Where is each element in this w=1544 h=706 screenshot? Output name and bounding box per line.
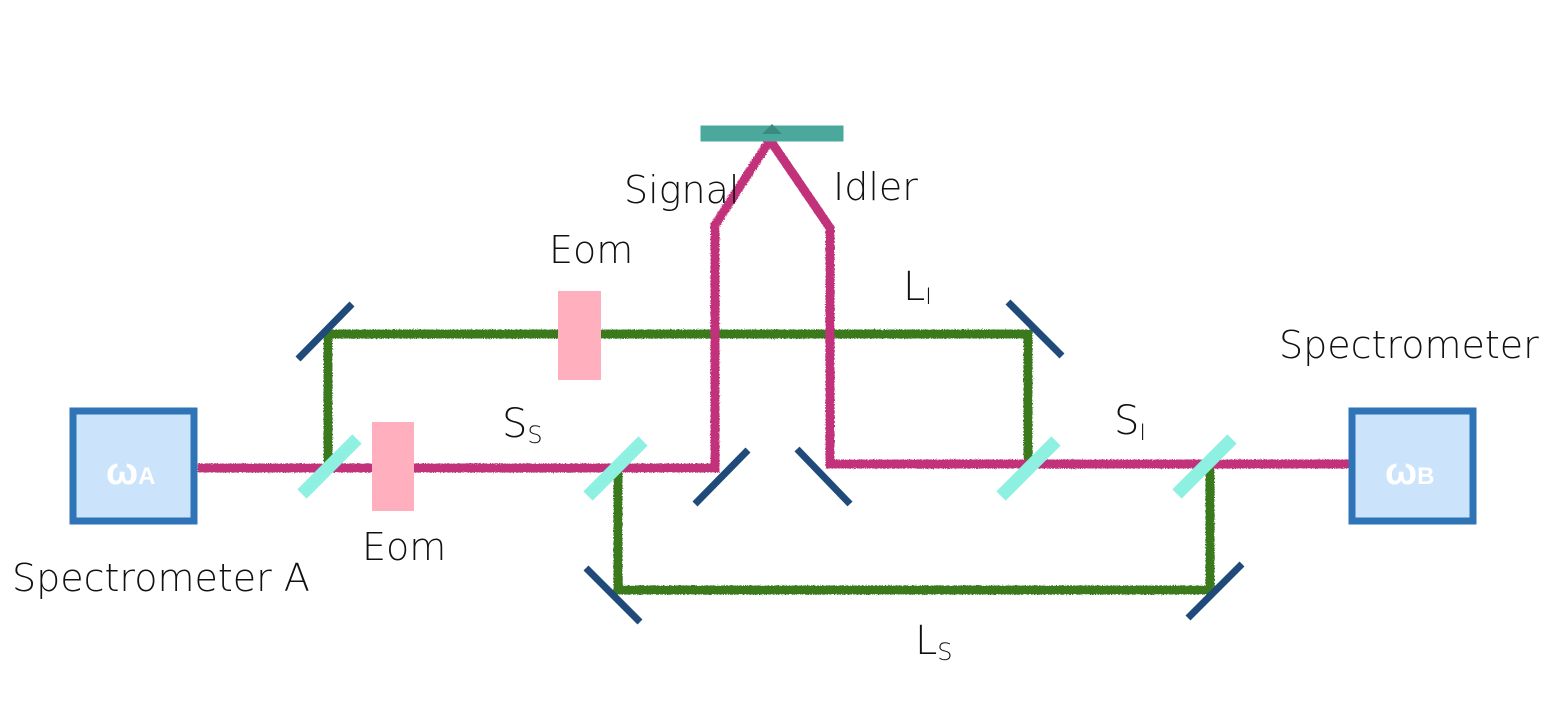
spectrometer-a: ωA	[69, 407, 198, 525]
eom-top-block	[558, 291, 601, 380]
labels: Signal Idler Eom Eom LI SS SI LS Spectro…	[12, 165, 1544, 666]
eom-bottom-block	[372, 422, 414, 511]
lower-green-loop	[613, 466, 1215, 595]
spectrometer-a-box	[69, 407, 198, 525]
label-l-i: LI	[903, 264, 932, 310]
beam-splitter-3	[996, 436, 1061, 501]
interferometer-paths	[323, 329, 1215, 595]
idler-path	[766, 137, 1356, 469]
beam-splitter-1	[297, 434, 362, 499]
mirror-top-left	[295, 301, 355, 362]
beam-splitter-4	[1172, 434, 1237, 499]
label-spectrometer-b: Spectrometer B	[1279, 323, 1544, 367]
signal-path	[198, 137, 774, 473]
photon-paths	[198, 137, 1356, 473]
mirrors	[295, 299, 1245, 625]
label-eom-top: Eom	[549, 228, 633, 272]
spectrometer-b-box	[1348, 407, 1477, 525]
label-signal: Signal	[624, 168, 739, 212]
beam-splitters	[297, 434, 1237, 501]
eoms	[372, 291, 601, 511]
mirror-center-right	[794, 446, 853, 507]
label-s-i: SI	[1114, 398, 1146, 446]
label-l-s: LS	[915, 618, 953, 666]
crystal-apex	[762, 124, 782, 134]
mirror-bottom-right	[1185, 561, 1245, 621]
spectrometer-b-symbol: ωB	[1385, 451, 1434, 493]
mirror-bottom-left	[583, 565, 643, 625]
spectrometer-a-symbol: ωA	[106, 451, 155, 493]
mirror-top-right	[1005, 299, 1065, 359]
label-s-s: SS	[502, 401, 543, 449]
label-spectrometer-a: Spectrometer A	[12, 556, 310, 600]
label-eom-bottom: Eom	[362, 525, 446, 569]
label-idler: Idler	[833, 165, 918, 209]
beam-splitter-2	[583, 436, 648, 501]
upper-green-loop	[323, 329, 1033, 470]
mirror-center-left	[692, 447, 751, 507]
spectrometer-b: ωB	[1348, 407, 1477, 525]
